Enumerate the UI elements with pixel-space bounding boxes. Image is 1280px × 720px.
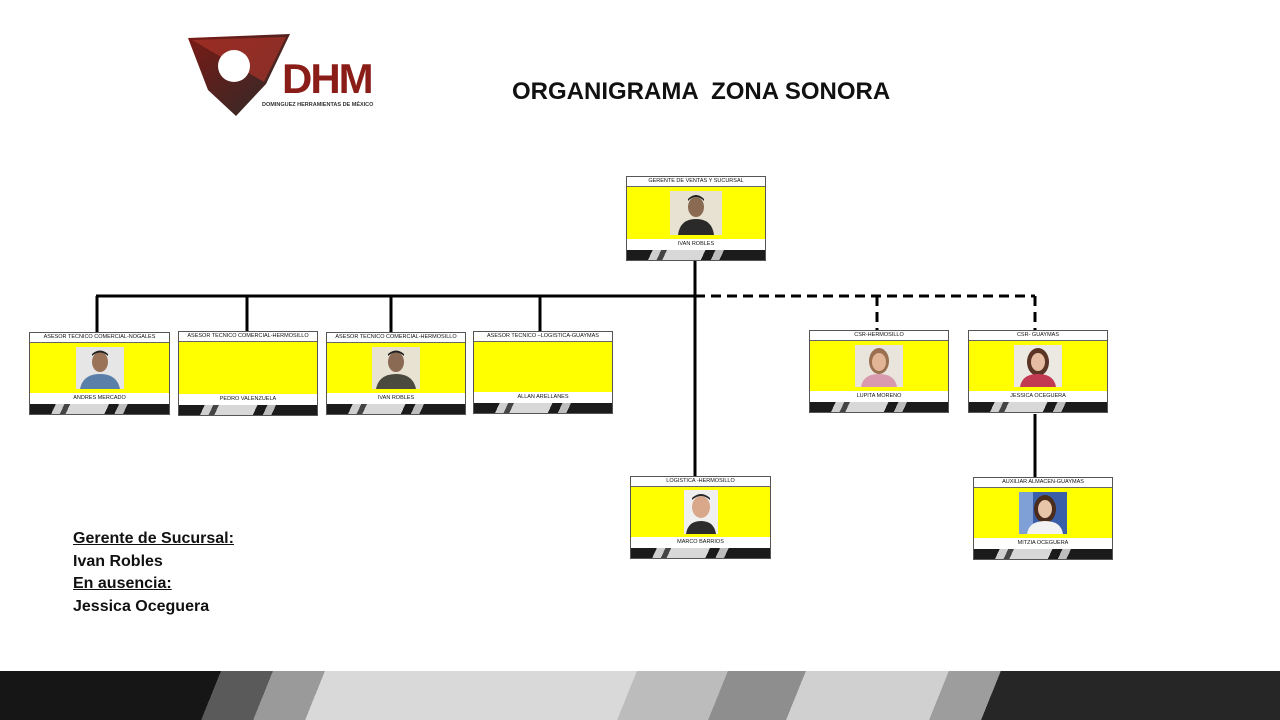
card-role: CSR- GUAYMAS (969, 331, 1107, 341)
manager-note: Gerente de Sucursal: Ivan Robles En ause… (73, 528, 234, 618)
person-photo (1019, 492, 1067, 534)
org-card-gerente: GERENTE DE VENTAS Y SUCURSAL IVAN ROBLES (626, 176, 766, 261)
page-title: ORGANIGRAMA ZONA SONORA (512, 78, 891, 105)
company-logo: DHM DOMINGUEZ HERRAMIENTAS DE MÉXICO (186, 30, 376, 120)
note-value-manager: Ivan Robles (73, 552, 163, 570)
logo-text: DHM (282, 55, 374, 102)
logo-subtitle: DOMINGUEZ HERRAMIENTAS DE MÉXICO (262, 102, 374, 108)
org-card-hermosillo-1: ASESOR TECNICO COMERCIAL-HERMOSILLO PEDR… (178, 331, 318, 416)
footer-band (0, 671, 1280, 720)
card-name: MARCO BARRIOS (631, 537, 770, 548)
org-card-csr-guaymas: CSR- GUAYMAS JESSICA OCEGUERA (968, 330, 1108, 413)
card-name: PEDRO VALENZUELA (179, 394, 317, 405)
person-photo (855, 345, 903, 387)
person-photo (683, 490, 718, 534)
card-role: GERENTE DE VENTAS Y SUCURSAL (627, 177, 765, 187)
org-card-logistica: LOGISTICA -HERMOSILLO MARCO BARRIOS (630, 476, 771, 559)
card-role: ASESOR TECNICO –LOGISTICA-GUAYMAS (474, 332, 612, 342)
card-role: AUXILIAR ALMACEN-GUAYMAS (974, 478, 1112, 488)
org-card-auxiliar: AUXILIAR ALMACEN-GUAYMAS MITZIA OCEGUERA (973, 477, 1113, 560)
card-name: ALLAN ARELLANES (474, 392, 612, 403)
org-card-hermosillo-2: ASESOR TECNICO COMERCIAL-HERMOSILLO IVAN… (326, 332, 466, 415)
note-label-absence: En ausencia: (73, 575, 172, 592)
card-role: CSR-HERMOSILLO (810, 331, 948, 341)
note-value-absence: Jessica Oceguera (73, 597, 210, 615)
org-card-csr-hermosillo: CSR-HERMOSILLO LUPITA MORENO (809, 330, 949, 413)
card-name: MITZIA OCEGUERA (974, 538, 1112, 549)
person-photo (372, 347, 420, 389)
card-name: ANDRES MERCADO (30, 393, 169, 404)
card-role: ASESOR TECNICO COMERCIAL-NOGALES (30, 333, 169, 343)
card-role: ASESOR TECNICO COMERCIAL-HERMOSILLO (179, 332, 317, 342)
shield-logo-icon (188, 34, 290, 116)
org-card-nogales: ASESOR TECNICO COMERCIAL-NOGALES ANDRES … (29, 332, 170, 415)
org-card-guaymas: ASESOR TECNICO –LOGISTICA-GUAYMAS ALLAN … (473, 331, 613, 414)
person-photo (670, 191, 722, 235)
note-label-manager: Gerente de Sucursal: (73, 530, 234, 547)
card-role: LOGISTICA -HERMOSILLO (631, 477, 770, 487)
person-photo (1014, 345, 1062, 387)
card-name: JESSICA OCEGUERA (969, 391, 1107, 402)
card-name: LUPITA MORENO (810, 391, 948, 402)
person-photo (75, 347, 124, 389)
card-name: IVAN ROBLES (627, 239, 765, 250)
card-name: IVAN ROBLES (327, 393, 465, 404)
card-role: ASESOR TECNICO COMERCIAL-HERMOSILLO (327, 333, 465, 343)
